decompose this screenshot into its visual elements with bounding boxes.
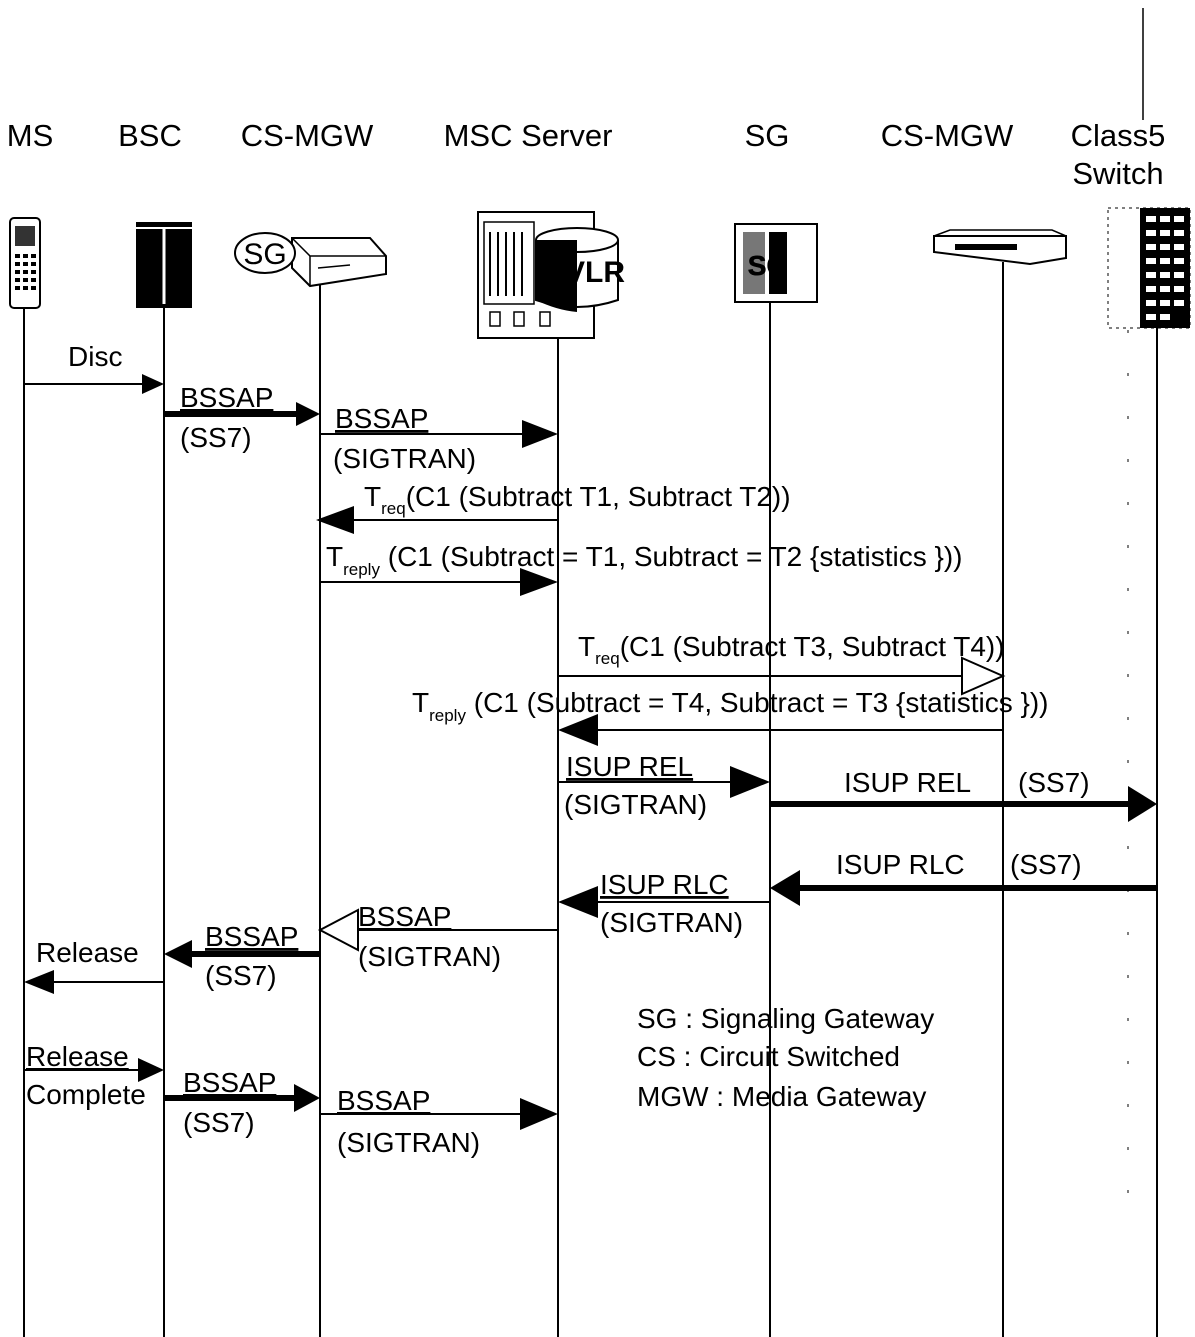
message-bssap-ss7-2: BSSAP (SS7) (164, 921, 320, 991)
signaling-gateway-icon: SG (735, 224, 817, 302)
legend-sg: SG : Signaling Gateway (637, 1003, 934, 1034)
label-sigtran-3: (SIGTRAN) (337, 1127, 480, 1158)
entity-label-cs-mgw-2: CS-MGW (881, 118, 1014, 153)
label-treply-2-sub: reply (429, 706, 466, 725)
label-bssap-5: BSSAP (183, 1067, 276, 1098)
label-treq-2-sub: req (595, 649, 620, 668)
vlr-badge-label: VLR (565, 256, 625, 289)
sg-badge-label: SG (243, 238, 286, 271)
message-isup-rel-sigtran: ISUP REL (SIGTRAN) (558, 751, 770, 820)
label-treq-1-t: T (364, 481, 381, 512)
label-disc: Disc (68, 341, 122, 372)
label-bssap-4: BSSAP (205, 921, 298, 952)
svg-text:Treply (C1 (Subtract = T4, Sub: Treply (C1 (Subtract = T4, Subtract = T3… (412, 687, 1049, 725)
label-sigtran-isup-rlc: (SIGTRAN) (600, 907, 743, 938)
label-sigtran-isup-rel: (SIGTRAN) (564, 789, 707, 820)
label-treply-1-sub: reply (343, 560, 380, 579)
label-bssap-6: BSSAP (337, 1085, 430, 1116)
label-treply-1-text: (C1 (Subtract = T1, Subtract = T2 {stati… (380, 541, 963, 572)
entity-headers: MS BSC CS-MGW MSC Server SG CS-MGW Class… (7, 118, 1166, 191)
label-treq-2-t: T (578, 631, 595, 662)
entity-label-sg: SG (745, 118, 790, 153)
entity-label-ms: MS (7, 118, 54, 153)
media-gateway-2-icon (934, 230, 1066, 264)
message-disc: Disc (24, 341, 164, 394)
entity-label-switch: Switch (1072, 156, 1163, 191)
svg-text:Treq(C1 (Subtract T1, Subtract: Treq(C1 (Subtract T1, Subtract T2)) (364, 481, 791, 518)
legend-cs: CS : Circuit Switched (637, 1041, 900, 1072)
label-treq-1-sub: req (381, 499, 406, 518)
label-complete: Complete (26, 1079, 146, 1110)
message-isup-rlc-ss7: ISUP RLC (SS7) (770, 849, 1157, 906)
label-sigtran-1: (SIGTRAN) (333, 443, 476, 474)
message-treq-2: Treq(C1 (Subtract T3, Subtract T4)) (558, 631, 1005, 694)
entity-label-cs-mgw-1: CS-MGW (241, 118, 374, 153)
entity-label-msc-server: MSC Server (444, 118, 613, 153)
label-ss7-isup-rel: (SS7) (1018, 767, 1090, 798)
mobile-phone-icon (10, 218, 40, 308)
message-treq-1: Treq(C1 (Subtract T1, Subtract T2)) (316, 481, 791, 534)
entity-label-bsc: BSC (118, 118, 182, 153)
msc-server-icon: VLR (478, 212, 625, 338)
label-treply-1-t: T (326, 541, 343, 572)
label-release: Release (36, 937, 139, 968)
label-isup-rel-1: ISUP REL (566, 751, 693, 782)
message-bssap-sigtran-3: BSSAP (SIGTRAN) (320, 1085, 558, 1158)
label-ss7-1: (SS7) (180, 422, 252, 453)
message-bssap-ss7-3: BSSAP (SS7) (164, 1067, 320, 1138)
legend: SG : Signaling Gateway CS : Circuit Swit… (637, 1003, 934, 1112)
sg-icon-label: SG (748, 250, 788, 281)
label-release-2: Release (26, 1041, 129, 1072)
message-bssap-sigtran-1: BSSAP (SIGTRAN) (320, 403, 558, 474)
label-ss7-2: (SS7) (205, 960, 277, 991)
label-isup-rlc-2: ISUP RLC (600, 869, 729, 900)
entity-label-class5: Class5 (1071, 118, 1166, 153)
media-gateway-icon: SG (235, 233, 386, 286)
bsc-rack-icon (136, 222, 192, 308)
message-treply-1: Treply (C1 (Subtract = T1, Subtract = T2… (320, 541, 963, 596)
label-isup-rlc-1: ISUP RLC (836, 849, 965, 880)
label-bssap-3: BSSAP (358, 901, 451, 932)
label-treq-1-text: (C1 (Subtract T1, Subtract T2)) (406, 481, 791, 512)
message-treply-2: Treply (C1 (Subtract = T4, Subtract = T3… (412, 687, 1049, 746)
message-isup-rel-ss7: ISUP REL (SS7) (770, 767, 1157, 822)
label-treq-2-text: (C1 (Subtract T3, Subtract T4)) (620, 631, 1005, 662)
svg-text:Treq(C1 (Subtract T3, Subtract: Treq(C1 (Subtract T3, Subtract T4)) (578, 631, 1005, 668)
message-bssap-ss7-1: BSSAP (SS7) (164, 382, 320, 453)
label-bssap-1: BSSAP (180, 382, 273, 413)
class5-switch-icon (1108, 208, 1190, 328)
legend-mgw: MGW : Media Gateway (637, 1081, 926, 1112)
message-bssap-sigtran-2: BSSAP (SIGTRAN) (320, 901, 558, 972)
message-isup-rlc-sigtran: ISUP RLC (SIGTRAN) (558, 869, 770, 938)
label-treply-2-t: T (412, 687, 429, 718)
svg-text:Treply (C1 (Subtract = T1, Sub: Treply (C1 (Subtract = T1, Subtract = T2… (326, 541, 963, 579)
label-isup-rel-2: ISUP REL (844, 767, 971, 798)
label-sigtran-2: (SIGTRAN) (358, 941, 501, 972)
label-bssap-2: BSSAP (335, 403, 428, 434)
message-release: Release (24, 937, 164, 994)
label-ss7-isup-rlc: (SS7) (1010, 849, 1082, 880)
label-treply-2-text: (C1 (Subtract = T4, Subtract = T3 {stati… (466, 687, 1049, 718)
label-ss7-3: (SS7) (183, 1107, 255, 1138)
message-release-complete: Release Complete (24, 1041, 164, 1110)
